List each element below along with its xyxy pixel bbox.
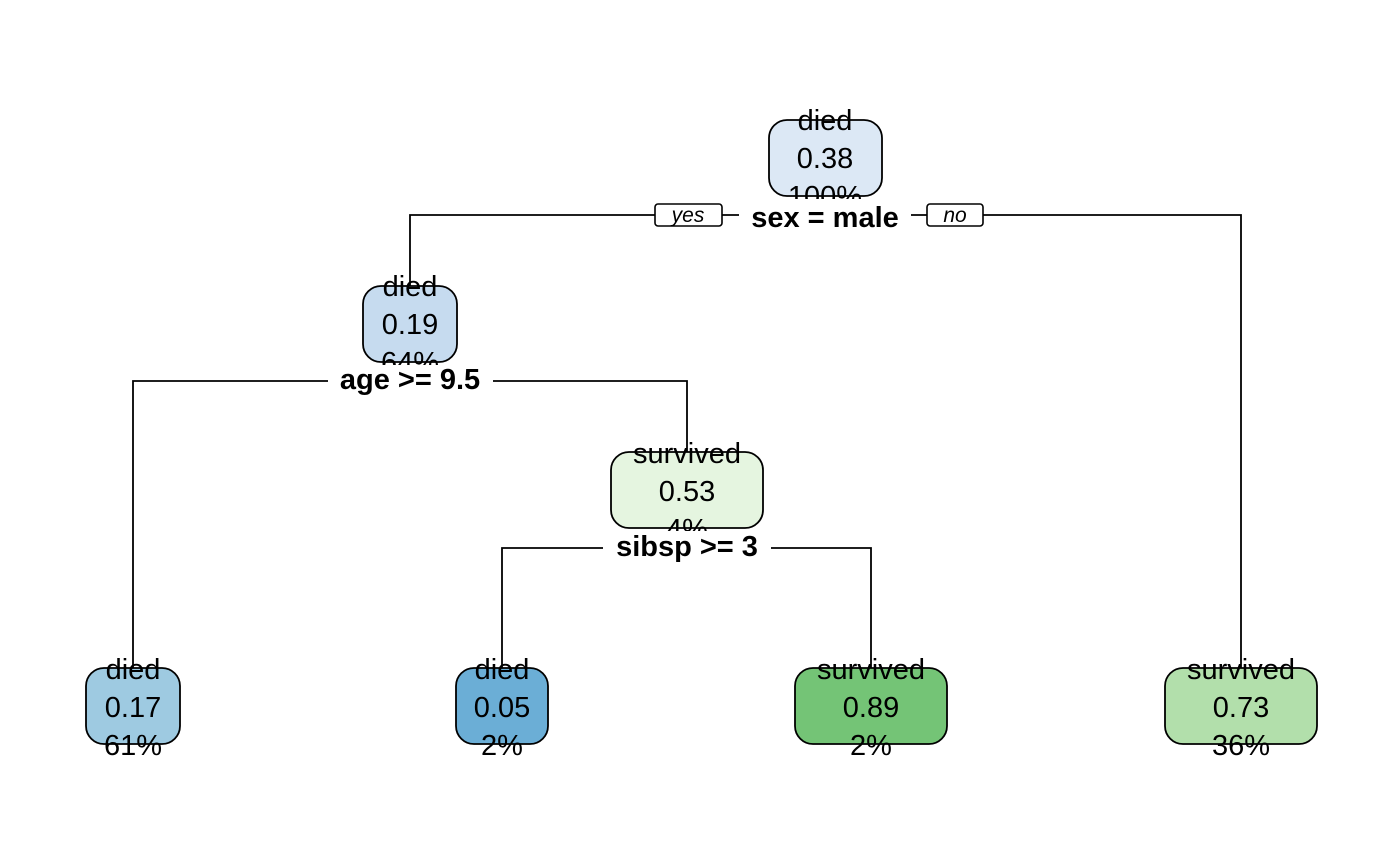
yes-branch-label: yes bbox=[654, 203, 723, 227]
yes-label: yes bbox=[670, 204, 705, 227]
node-percentage: 36% bbox=[1212, 730, 1270, 762]
node-probability: 0.53 bbox=[659, 476, 715, 508]
no-label: no bbox=[943, 204, 967, 227]
tree-leaf-4: survived 0.73 36% bbox=[1164, 654, 1318, 762]
tree-leaf-3: survived 0.89 2% bbox=[794, 654, 948, 762]
tree-node-root: died 0.38 100% bbox=[768, 105, 883, 213]
edge-n3-left bbox=[501, 547, 687, 672]
node-box bbox=[85, 667, 181, 745]
node-box bbox=[794, 667, 948, 745]
node-probability: 0.89 bbox=[843, 692, 899, 724]
split-label-root: sex = male bbox=[751, 202, 899, 234]
tree-leaf-1: died 0.17 61% bbox=[85, 654, 181, 762]
node-percentage: 2% bbox=[481, 730, 523, 762]
tree-node-3: survived 0.53 4% bbox=[610, 438, 764, 546]
tree-leaf-2: died 0.05 2% bbox=[455, 654, 549, 762]
node-percentage: 2% bbox=[850, 730, 892, 762]
node-class-label: died bbox=[475, 654, 530, 686]
node-box bbox=[768, 119, 883, 197]
no-branch-label: no bbox=[926, 203, 984, 227]
split-label-n2: age >= 9.5 bbox=[340, 364, 480, 396]
node-class-label: died bbox=[383, 271, 438, 303]
node-box bbox=[610, 451, 764, 529]
node-probability: 0.05 bbox=[474, 692, 530, 724]
node-box bbox=[455, 667, 549, 745]
node-probability: 0.17 bbox=[105, 692, 161, 724]
node-probability: 0.73 bbox=[1213, 692, 1269, 724]
edge-root-right bbox=[825, 214, 1242, 672]
node-box bbox=[1164, 667, 1318, 745]
node-class-label: survived bbox=[1187, 654, 1295, 686]
node-class-label: died bbox=[106, 654, 161, 686]
split-label-n3: sibsp >= 3 bbox=[616, 531, 758, 563]
edge-n2-left bbox=[132, 380, 410, 672]
node-class-label: survived bbox=[817, 654, 925, 686]
tree-node-2: died 0.19 64% bbox=[362, 271, 458, 379]
node-probability: 0.38 bbox=[797, 143, 853, 175]
node-box bbox=[362, 285, 458, 363]
node-class-label: survived bbox=[633, 438, 741, 470]
node-percentage: 61% bbox=[104, 730, 162, 762]
edge-n2-right bbox=[410, 380, 688, 456]
node-probability: 0.19 bbox=[382, 309, 438, 341]
node-class-label: died bbox=[798, 105, 853, 137]
